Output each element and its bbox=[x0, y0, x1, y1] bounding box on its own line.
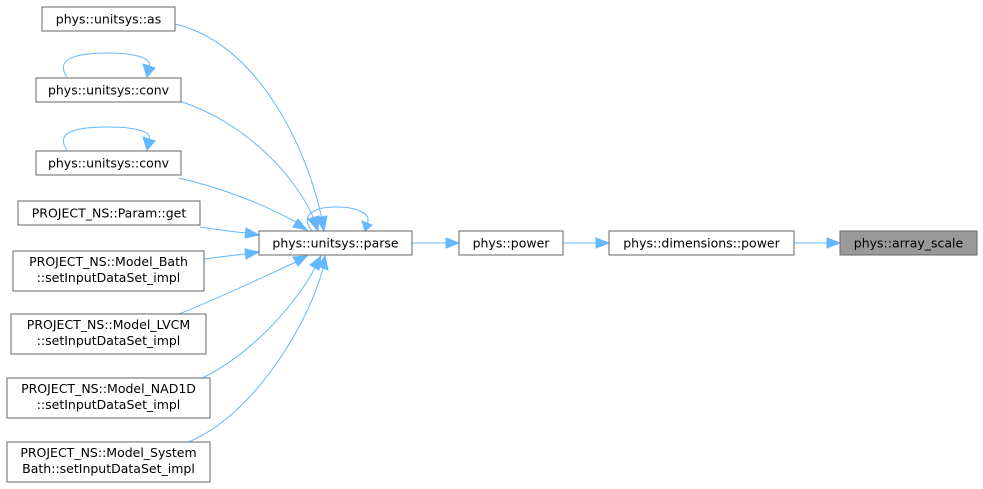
node-label-line-2: Bath::setInputDataSet_impl bbox=[22, 461, 195, 476]
node-label: PROJECT_NS::Param::get bbox=[32, 206, 187, 221]
node-unitsys-conv-2[interactable]: phys::unitsys::conv bbox=[35, 150, 182, 176]
node-label: phys::unitsys::conv bbox=[48, 83, 170, 98]
edge-dim-power-to-array-scale bbox=[794, 237, 842, 249]
node-phys-power[interactable]: phys::power bbox=[458, 230, 564, 256]
edge-model-bath-to-parse bbox=[203, 248, 261, 260]
node-model-bath-setinputdataset[interactable]: PROJECT_NS::Model_Bath ::setInputDataSet… bbox=[12, 250, 205, 292]
edge-model-systembath-to-parse bbox=[185, 254, 329, 444]
node-unitsys-parse[interactable]: phys::unitsys::parse bbox=[258, 230, 413, 256]
node-param-get[interactable]: PROJECT_NS::Param::get bbox=[17, 200, 201, 226]
edge-conv2-to-parse bbox=[178, 177, 309, 231]
node-model-nad1d-setinputdataset[interactable]: PROJECT_NS::Model_NAD1D ::setInputDataSe… bbox=[6, 377, 211, 419]
node-array-scale[interactable]: phys::array_scale bbox=[839, 230, 978, 256]
node-label-line-1: PROJECT_NS::Model_Bath bbox=[29, 254, 188, 269]
edge-parse-to-power bbox=[412, 237, 461, 249]
node-label-line-2: ::setInputDataSet_impl bbox=[37, 333, 181, 348]
node-model-lvcm-setinputdataset[interactable]: PROJECT_NS::Model_LVCM ::setInputDataSet… bbox=[10, 313, 207, 355]
edges bbox=[62, 23, 842, 444]
node-label: phys::dimensions::power bbox=[623, 236, 780, 251]
node-label: phys::power bbox=[473, 236, 551, 251]
edge-power-to-dim-power bbox=[563, 237, 611, 249]
edge-param-get-to-parse bbox=[199, 226, 261, 239]
edge-conv1-to-parse bbox=[178, 100, 320, 233]
node-label-line-2: ::setInputDataSet_impl bbox=[37, 397, 181, 412]
node-label-line-2: ::setInputDataSet_impl bbox=[37, 270, 181, 285]
node-label: phys::array_scale bbox=[854, 236, 964, 251]
node-label-line-1: PROJECT_NS::Model_NAD1D bbox=[21, 381, 196, 396]
node-label: phys::unitsys::as bbox=[56, 12, 161, 27]
node-dimensions-power[interactable]: phys::dimensions::power bbox=[608, 230, 795, 256]
node-label: phys::unitsys::conv bbox=[48, 156, 170, 171]
edge-conv1-self-loop bbox=[62, 52, 156, 78]
node-model-systembath-setinputdataset[interactable]: PROJECT_NS::Model_System Bath::setInputD… bbox=[6, 441, 211, 483]
edge-conv2-self-loop bbox=[62, 126, 156, 151]
node-label: phys::unitsys::parse bbox=[272, 236, 398, 251]
edge-parse-self-loop bbox=[306, 206, 373, 232]
nodes: phys::unitsys::as phys::unitsys::conv ph… bbox=[6, 6, 978, 483]
node-unitsys-conv-1[interactable]: phys::unitsys::conv bbox=[35, 77, 182, 103]
edge-model-lvcm-to-parse bbox=[178, 255, 309, 315]
node-unitsys-as[interactable]: phys::unitsys::as bbox=[41, 6, 176, 32]
node-label-line-1: PROJECT_NS::Model_LVCM bbox=[27, 317, 190, 332]
node-label-line-1: PROJECT_NS::Model_System bbox=[20, 445, 196, 460]
